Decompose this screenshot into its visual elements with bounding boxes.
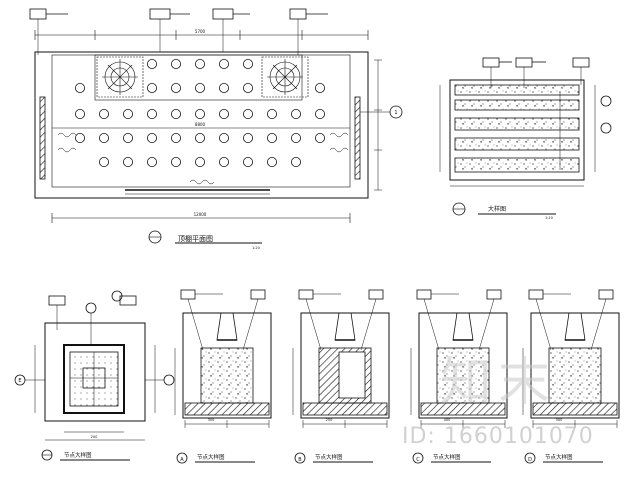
detail-caption: 节点大样图 xyxy=(545,453,573,461)
downlight xyxy=(266,109,277,120)
elevation-detail-4: 300 节点大样图 xyxy=(522,289,620,464)
downlight xyxy=(242,59,253,70)
downlight xyxy=(290,156,301,167)
downlight xyxy=(170,156,181,167)
plan-scale: 1:20 xyxy=(252,246,260,250)
downlight xyxy=(99,109,110,120)
detail-caption: 节点大样图 xyxy=(433,453,461,461)
detail-dim-label: 400 xyxy=(444,418,451,422)
node-plan-caption: 节点大样图 xyxy=(64,451,92,459)
downlight xyxy=(194,156,205,167)
callout-mark-1: 1 xyxy=(394,110,397,116)
downlight xyxy=(218,59,229,70)
elevation-detail-1: 300 节点大样图 xyxy=(174,289,272,464)
downlight xyxy=(242,109,253,120)
downlight xyxy=(194,59,205,70)
upper-section-scale: 1:10 xyxy=(545,216,553,220)
detail-caption: 节点大样图 xyxy=(315,453,343,461)
plan-dim-inner: 8800 xyxy=(195,122,206,127)
callout-mark-a: A xyxy=(180,457,184,463)
watermark-brand: 知末 xyxy=(440,353,557,413)
callout-mark-c: C xyxy=(416,457,420,463)
downlight xyxy=(146,59,157,70)
detail-dim-label: 250 xyxy=(326,418,333,422)
downlight xyxy=(194,83,205,94)
downlight xyxy=(194,109,205,120)
downlight xyxy=(75,83,86,94)
callout-mark-d: D xyxy=(528,457,532,463)
elevation-detail-2: 250 节点大样图 xyxy=(292,289,390,464)
downlight xyxy=(290,132,301,143)
elevation-detail-3: 400 节点大样图 xyxy=(410,289,508,464)
callout-mark-b: B xyxy=(298,457,302,463)
downlight xyxy=(146,132,157,143)
downlight xyxy=(99,132,110,143)
downlight xyxy=(218,83,229,94)
downlight xyxy=(242,132,253,143)
downlight xyxy=(290,109,301,120)
detail-dim-label: 300 xyxy=(556,418,563,422)
downlight xyxy=(75,109,86,120)
downlight xyxy=(314,132,325,143)
downlight xyxy=(123,156,134,167)
callout-mark-e: E xyxy=(18,378,21,384)
downlight xyxy=(314,109,325,120)
upper-right-section xyxy=(439,57,612,216)
elevation-details: 300 节点大样图 250 节点大样图 400 节点大样图 300 节点大样图 xyxy=(174,289,620,464)
downlight-grid xyxy=(75,59,325,167)
plan-caption: 顶棚平面图 xyxy=(178,234,213,243)
downlight xyxy=(170,59,181,70)
downlight xyxy=(123,132,134,143)
downlight xyxy=(242,83,253,94)
ceiling-plan xyxy=(29,8,403,223)
downlight xyxy=(218,156,229,167)
downlight xyxy=(170,83,181,94)
downlight xyxy=(266,132,277,143)
downlight xyxy=(242,156,253,167)
node-plan xyxy=(14,290,175,461)
plan-caption-block: 顶棚平面图 1:20 xyxy=(148,230,262,250)
watermark-id: ID: 1660101070 xyxy=(402,424,594,449)
detail-dim-label: 300 xyxy=(208,418,215,422)
downlight xyxy=(218,132,229,143)
downlight xyxy=(170,109,181,120)
downlight xyxy=(146,83,157,94)
detail-caption: 节点大样图 xyxy=(197,453,225,461)
downlight xyxy=(170,132,181,143)
node-plan-dim: 200 xyxy=(91,435,98,439)
downlight xyxy=(146,156,157,167)
downlight xyxy=(194,132,205,143)
plan-dim-total: 12000 xyxy=(194,212,207,217)
downlight xyxy=(75,132,86,143)
downlight xyxy=(314,83,325,94)
downlight xyxy=(123,109,134,120)
downlight xyxy=(146,109,157,120)
downlight xyxy=(266,156,277,167)
plan-dim-top: 5700 xyxy=(195,29,206,34)
downlight xyxy=(99,156,110,167)
downlight xyxy=(218,109,229,120)
upper-section-caption: 大样图 xyxy=(488,205,506,213)
